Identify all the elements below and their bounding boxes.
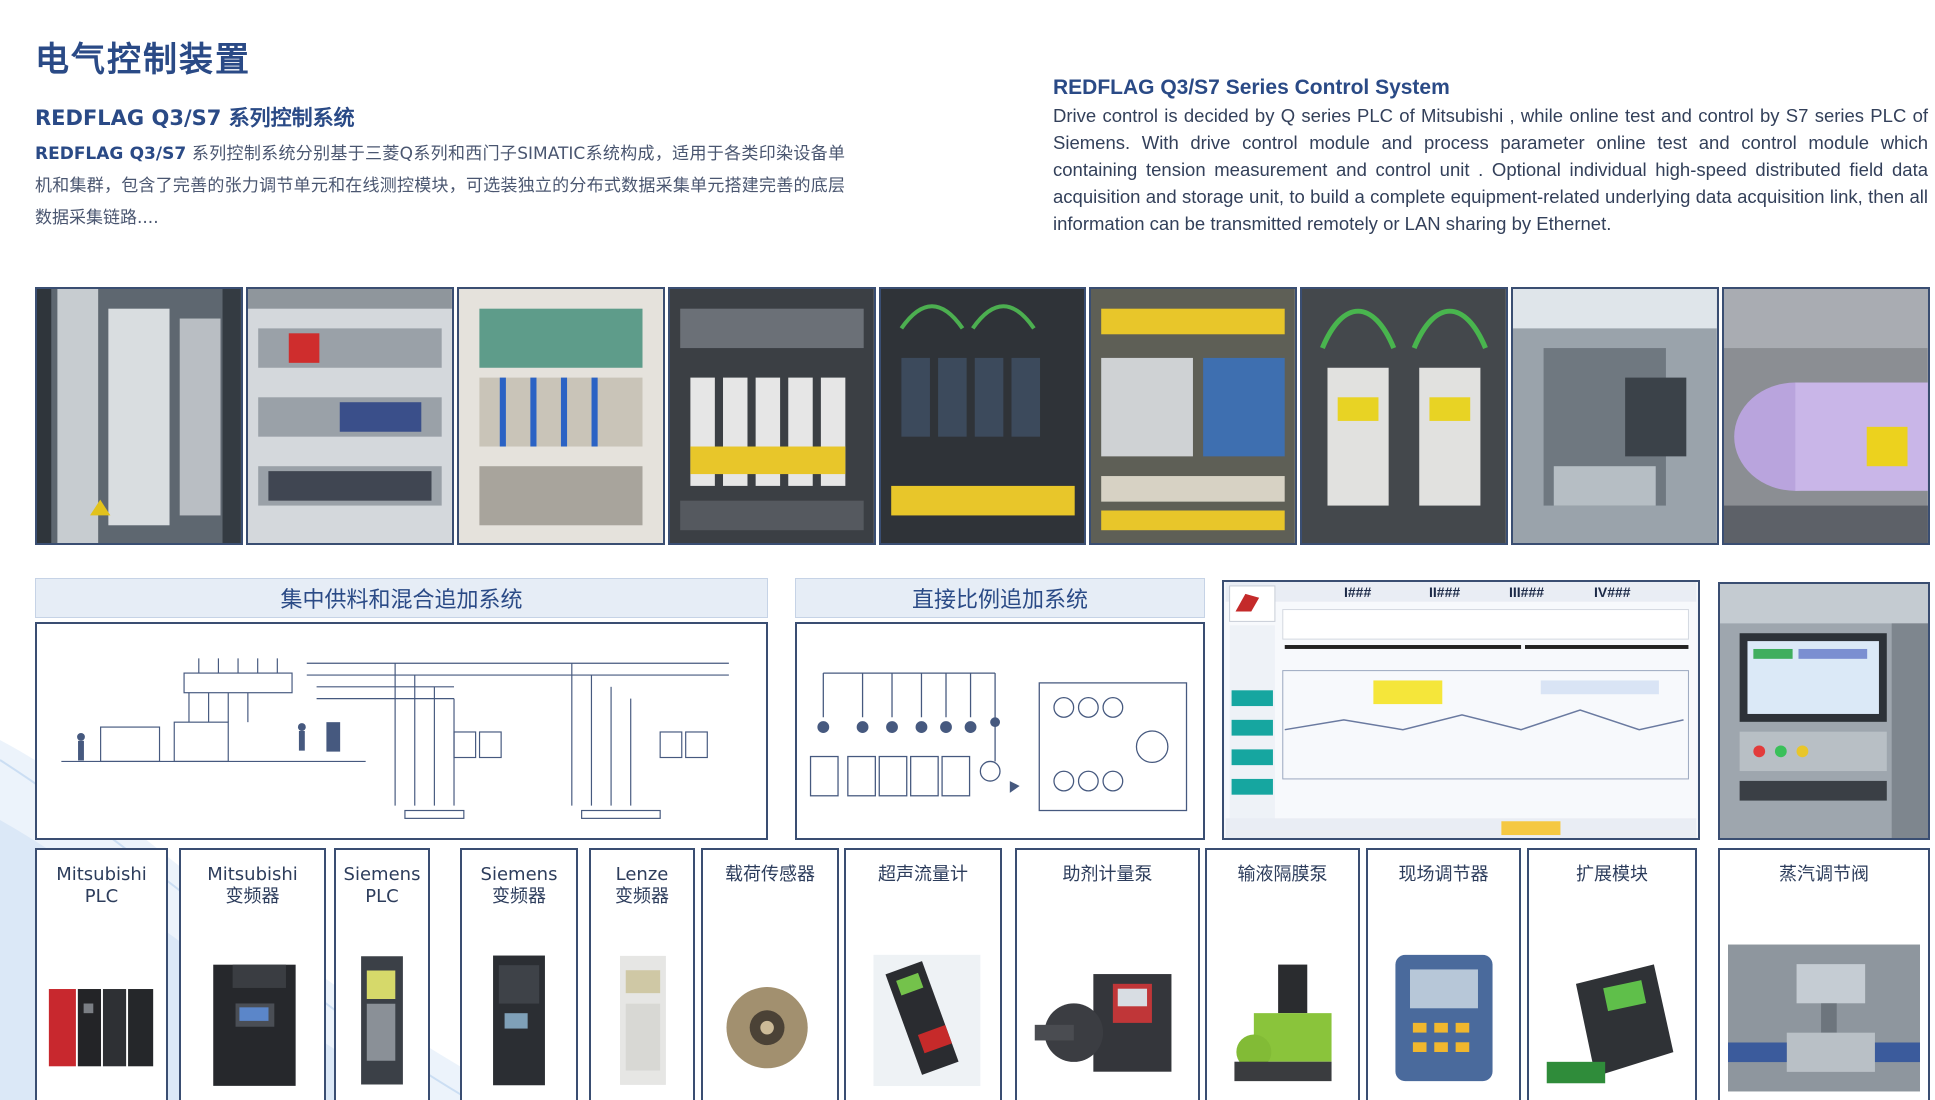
- hmi-heading-4: IV###: [1594, 584, 1631, 600]
- central-supply-title-text: 集中供料和混合追加系统: [280, 588, 523, 613]
- page-title: 电气控制装置: [35, 40, 251, 80]
- cabinet-photo-strip: [35, 287, 1931, 545]
- cabinet-photo: [1089, 287, 1298, 545]
- central-supply-diagram: [35, 622, 768, 840]
- operator-panel-photo: [1718, 582, 1930, 840]
- english-intro: REDFLAG Q3/S7 Series Control System Driv…: [1053, 76, 1928, 237]
- component-label: Lenze 变频器: [615, 864, 669, 907]
- component-load-sensor: 载荷传感器: [701, 848, 839, 1100]
- component-dosing-pump: 助剂计量泵: [1015, 848, 1200, 1100]
- component-label: 超声流量计: [878, 864, 968, 885]
- chinese-heading: REDFLAG Q3/S7 系列控制系统: [35, 106, 355, 130]
- hmi-heading-1: I###: [1344, 584, 1372, 600]
- component-siemens-inverter: Siemens 变频器: [460, 848, 578, 1100]
- chinese-description-lead: REDFLAG Q3/S7: [35, 144, 187, 164]
- component-label: 扩展模块: [1576, 864, 1648, 885]
- component-label: 现场调节器: [1398, 864, 1489, 885]
- cabinet-photo: [667, 287, 876, 545]
- load-sensor-image: [711, 943, 829, 1093]
- component-label: 载荷传感器: [725, 864, 815, 885]
- dosing-pump-image: [1025, 943, 1190, 1093]
- component-label: Siemens PLC: [343, 864, 421, 907]
- direct-ratio-title-text: 直接比例追加系统: [911, 588, 1088, 613]
- component-lenze-inverter: Lenze 变频器: [589, 848, 695, 1100]
- english-heading: REDFLAG Q3/S7 Series Control System: [1053, 76, 1450, 99]
- direct-ratio-title: 直接比例追加系统: [795, 578, 1205, 618]
- machine-photo: [1722, 287, 1931, 545]
- diaphragm-pump-image: [1215, 943, 1350, 1093]
- chinese-description-body: 系列控制系统分别基于三菱Q系列和西门子SIMATIC系统构成，适用于各类印染设备…: [35, 144, 845, 228]
- component-row: Mitsubishi PLC Mitsubishi 变频器 Siemens PL…: [35, 848, 1930, 1100]
- component-mitsubishi-plc: Mitsubishi PLC: [35, 848, 168, 1100]
- steam-valve-image: [1728, 943, 1920, 1093]
- ultrasonic-flowmeter-image: [854, 943, 992, 1093]
- hmi-heading-2: II###: [1429, 584, 1461, 600]
- cabinet-photo: [35, 287, 243, 545]
- chinese-description: REDFLAG Q3/S7 系列控制系统分别基于三菱Q系列和西门子SIMATIC…: [35, 138, 845, 234]
- lenze-inverter-image: [599, 943, 685, 1093]
- component-expansion-module: 扩展模块: [1527, 848, 1697, 1100]
- mitsubishi-inverter-image: [189, 943, 316, 1093]
- mitsubishi-plc-image: [45, 943, 158, 1093]
- component-siemens-plc: Siemens PLC: [334, 848, 430, 1100]
- component-steam-valve: 蒸汽调节阀: [1718, 848, 1930, 1100]
- component-label: 助剂计量泵: [1062, 864, 1153, 885]
- cabinet-photo: [1300, 287, 1509, 545]
- machine-photo: [1511, 287, 1720, 545]
- component-label: 输液隔膜泵: [1237, 864, 1328, 885]
- component-label: 蒸汽调节阀: [1779, 864, 1869, 885]
- cabinet-photo: [245, 287, 454, 545]
- component-ultrasonic-flowmeter: 超声流量计: [844, 848, 1002, 1100]
- cabinet-photo: [456, 287, 665, 545]
- siemens-plc-image: [344, 943, 420, 1093]
- cabinet-photo: [878, 287, 1087, 545]
- hmi-heading-3: III###: [1509, 584, 1545, 600]
- field-controller-image: [1376, 943, 1511, 1093]
- component-label: Mitsubishi 变频器: [207, 864, 298, 907]
- expansion-module-image: [1537, 943, 1687, 1093]
- direct-ratio-diagram: [795, 622, 1205, 840]
- english-description: Drive control is decided by Q series PLC…: [1053, 105, 1928, 234]
- hmi-screen: I### II### III### IV###: [1222, 580, 1700, 840]
- component-label: Mitsubishi PLC: [56, 864, 147, 907]
- component-diaphragm-pump: 输液隔膜泵: [1205, 848, 1360, 1100]
- component-label: Siemens 变频器: [480, 864, 558, 907]
- component-mitsubishi-inverter: Mitsubishi 变频器: [179, 848, 326, 1100]
- siemens-inverter-image: [470, 943, 568, 1093]
- chinese-intro: REDFLAG Q3/S7 系列控制系统 REDFLAG Q3/S7 系列控制系…: [35, 102, 845, 234]
- central-supply-title: 集中供料和混合追加系统: [35, 578, 768, 618]
- component-field-controller: 现场调节器: [1366, 848, 1521, 1100]
